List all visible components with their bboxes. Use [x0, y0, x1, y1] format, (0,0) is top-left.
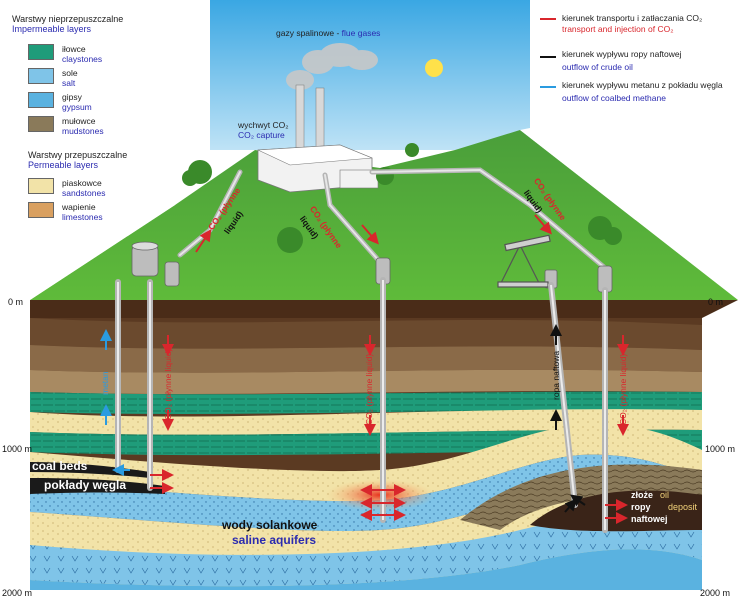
legend-claystone-pl: iłowce [62, 44, 86, 54]
gypsum-swatch [28, 92, 54, 108]
sky [210, 0, 530, 150]
capture-en: CO₂ capture [238, 130, 285, 140]
co2-down-label-left: CO₂ (płynne liquid) [163, 348, 173, 420]
oil-up-label: ropa naftowa [551, 350, 561, 400]
co2-down-label-right: CO₂ (płynne liquid) [618, 353, 628, 425]
legend-limestone-en: limestones [62, 212, 103, 222]
legend-co2-en: transport and injection of CO₂ [562, 24, 674, 34]
impermeable-title: Warstwy nieprzepuszczalne [12, 14, 124, 24]
oil-deposit-en-1: oil [660, 490, 670, 500]
co2-down-label-mid: CO₂ (płynne liquid) [364, 353, 374, 425]
depth-1000-left: 1000 m [2, 444, 33, 454]
legend-mudstone-en: mudstones [62, 126, 104, 136]
flue-gases-pl: gazy spalinowe - [276, 28, 342, 38]
wellheads [131, 241, 613, 293]
oil-deposit-pl-3: naftowej [631, 514, 668, 524]
limestone-swatch [28, 202, 54, 218]
coal-beds-en: coal beds [32, 459, 88, 473]
depth-0-right: 0 m [708, 297, 724, 307]
legend-claystone-en: claystones [62, 54, 103, 64]
strata [30, 300, 738, 590]
depth-1000-right: 1000 m [705, 444, 736, 454]
impermeable-title-en: Impermeable layers [12, 24, 92, 34]
legend-oil-pl: kierunek wypływu ropy naftowej [562, 49, 682, 59]
depth-2000-right: 2000 m [700, 588, 731, 598]
legend-methane-pl: kierunek wypływu metanu z pokładu węgla [562, 80, 723, 90]
pump-jack [497, 234, 551, 288]
coal-beds-pl: pokłady węgla [44, 478, 127, 492]
legend-gypsum-en: gypsum [62, 102, 92, 112]
legend-salt-en: salt [62, 78, 76, 88]
legend-limestone-pl: wapienie [62, 202, 96, 212]
mudstone-swatch [28, 116, 54, 132]
capture-pl: wychwyt CO₂ [238, 120, 289, 130]
saline-aquifers-pl: wody solankowe [222, 518, 318, 532]
red-arrow-icon [540, 18, 556, 20]
legend-salt-pl: sole [62, 68, 78, 78]
sun-icon [425, 59, 443, 77]
legend-methane-en: outflow of coalbed methane [562, 93, 666, 103]
blue-arrow-icon [540, 86, 556, 88]
black-arrow-icon [540, 56, 556, 58]
oil-deposit-pl-1: złoże [631, 490, 654, 500]
smoke-clouds [286, 43, 378, 90]
claystone-swatch [28, 44, 54, 60]
oil-deposit-pl-2: ropy [631, 502, 651, 512]
methane-arrows [100, 329, 130, 476]
legend-oil-en: outflow of crude oil [562, 62, 633, 72]
depth-0-left: 0 m [8, 297, 24, 307]
salt-swatch [28, 68, 54, 84]
saline-aquifers-en: saline aquifers [232, 533, 317, 547]
permeable-title: Warstwy przepuszczalne [28, 150, 128, 160]
legend-sandstone-pl: piaskowce [62, 178, 102, 188]
trees [182, 143, 622, 253]
oil-arrows [550, 324, 586, 513]
legend-co2-pl: kierunek transportu i zatłaczania CO₂ [562, 13, 703, 23]
legend-sandstone-en: sandstones [62, 188, 106, 198]
sandstone-swatch [28, 178, 54, 194]
flue-gases-en: flue gases [341, 28, 381, 38]
permeable-title-en: Permeable layers [28, 160, 99, 170]
methane-label: metan [100, 371, 110, 395]
grass-surface [30, 130, 738, 300]
flue-gases-label: gazy spalinowe - flue gases [276, 28, 380, 38]
coal-bed-lower [30, 478, 165, 494]
oil-deposit-en-2: deposit [668, 502, 698, 512]
legend-mudstone-pl: mułowce [62, 116, 96, 126]
power-plant [257, 84, 379, 193]
co2-arrows [150, 214, 629, 524]
legend-gypsum-pl: gipsy [62, 92, 82, 102]
depth-2000-left: 2000 m [2, 588, 33, 598]
